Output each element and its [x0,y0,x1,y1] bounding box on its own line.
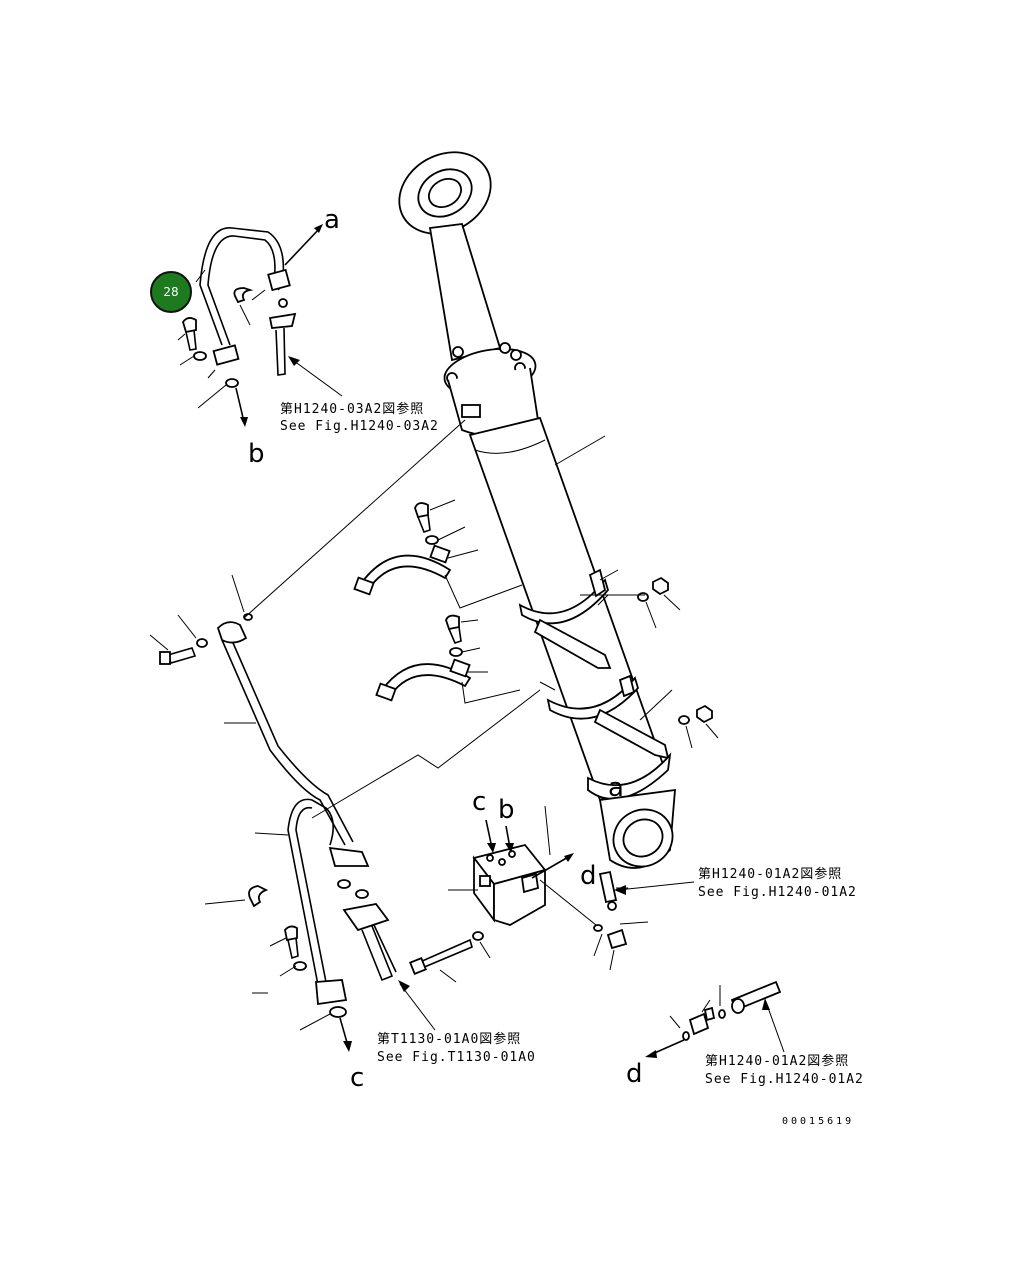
figure-reference-3-jp: 第T1130-01A0図参照 [377,1031,521,1047]
upper-pipe-assembly [177,224,343,427]
letter-a-mid: a [608,773,624,803]
reference-line-lower [311,689,541,819]
clamp-group-upper [353,499,523,609]
letter-c-bottom: c [350,1063,364,1093]
letter-b-mid: b [498,795,515,825]
figure-reference-4-en: See Fig.H1240-01A2 [705,1072,864,1087]
lower-pipe-assembly [204,798,436,1052]
valve-block [409,805,695,983]
letter-b-top: b [248,439,265,469]
letter-a-top: a [324,205,340,235]
figure-reference-1-jp: 第H1240-03A2図参照 [280,401,424,417]
callout-badge-number: 28 [163,285,178,299]
reference-line-upper [243,419,466,619]
figure-reference-3-en: See Fig.T1130-01A0 [377,1050,536,1065]
figure-reference-2-jp: 第H1240-01A2図参照 [698,866,842,882]
callout-badge-circle[interactable] [150,271,192,313]
long-pipe [149,574,370,867]
figure-reference-2-en: See Fig.H1240-01A2 [698,885,857,900]
letter-d-mid: d [580,861,597,891]
bracket-fasteners [539,435,719,749]
figure-reference-1-en: See Fig.H1240-03A2 [280,419,439,434]
hydraulic-cylinder [398,151,676,869]
clamp-group-lower [375,614,521,704]
drawing-number: 00015619 [782,1116,854,1127]
figure-reference-4-jp: 第H1240-01A2図参照 [705,1053,849,1069]
callout-badge-28[interactable]: 28 [150,271,192,313]
letter-c-mid: c [472,787,486,817]
fitting-group-lower-right [645,980,785,1058]
letter-d-bottom: d [626,1059,643,1089]
